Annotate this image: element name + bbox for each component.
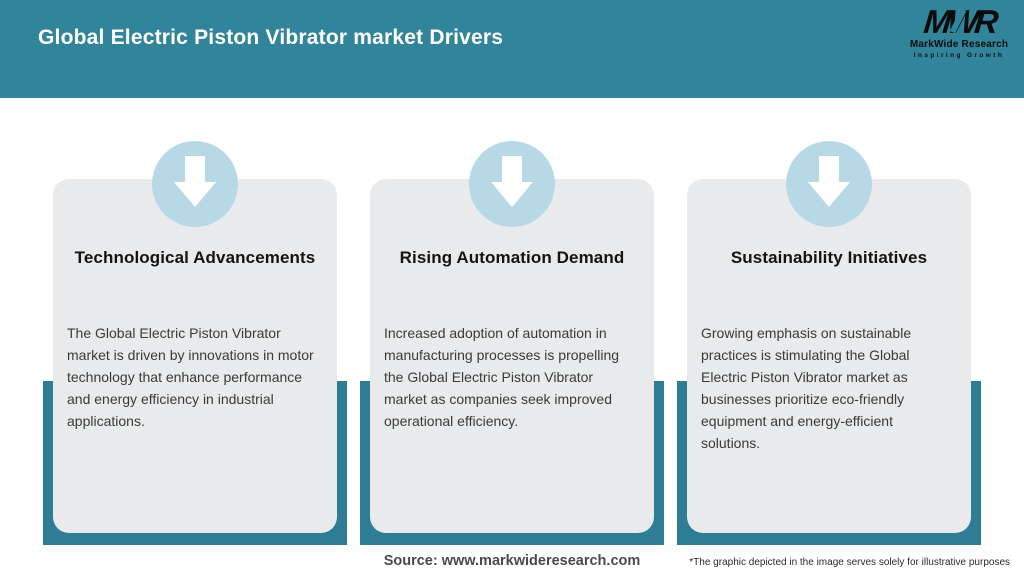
down-arrow-glyph xyxy=(808,156,850,207)
card-body: The Global Electric Piston Vibrator mark… xyxy=(67,325,314,429)
logo-tagline: Inspiring Growth xyxy=(913,52,1005,59)
source-text: Source: www.markwideresearch.com xyxy=(383,553,641,569)
card-sustainability-initiatives xyxy=(687,179,971,533)
disclaimer-text: *The graphic depicted in the image serve… xyxy=(689,557,1010,568)
down-arrow-icon xyxy=(469,141,555,227)
header-band: Global Electric Piston Vibrator market D… xyxy=(0,0,1024,98)
card-rising-automation-demand xyxy=(370,179,654,533)
markwide-research-logo: MWR MarkWide Research Inspiring Growth xyxy=(904,3,1014,60)
down-arrow-icon xyxy=(786,141,872,227)
logo-company-name: MarkWide Research xyxy=(909,39,1009,50)
card-technological-advancements xyxy=(53,179,337,533)
down-arrow-icon xyxy=(152,141,238,227)
card-title: Technological Advancements xyxy=(74,248,316,267)
page-title: Global Electric Piston Vibrator market D… xyxy=(38,26,504,49)
down-arrow-glyph xyxy=(491,156,533,207)
down-arrow-glyph xyxy=(174,156,216,207)
card-title: Rising Automation Demand xyxy=(399,248,625,267)
logo-monogram: MWR xyxy=(922,3,996,40)
card-body: Increased adoption of automation in manu… xyxy=(384,325,620,429)
card-title: Sustainability Initiatives xyxy=(730,248,928,267)
card-body: Growing emphasis on sustainable practice… xyxy=(701,325,912,451)
